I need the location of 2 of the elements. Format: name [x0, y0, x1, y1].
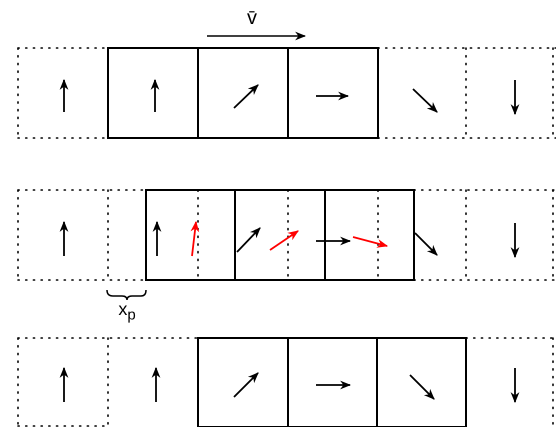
velocity-label: v̄ — [247, 8, 257, 28]
width-label: x$_{p}$ — [118, 300, 136, 323]
